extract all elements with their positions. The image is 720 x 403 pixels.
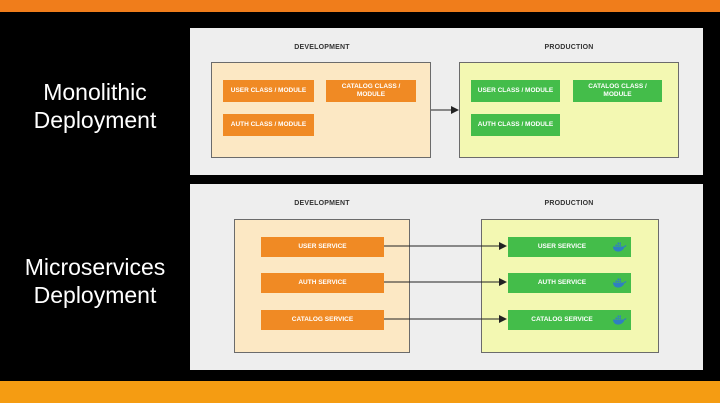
microservices-prod-user-service: USER SERVICE (508, 237, 631, 257)
monolithic-prod-catalog-module: CATALOG CLASS / MODULE (573, 80, 662, 102)
monolithic-title-line-2: Deployment (33, 107, 157, 133)
docker-whale-icon (613, 278, 627, 288)
microservices-dev-user-service: USER SERVICE (261, 237, 384, 257)
microservices-prod-catalog-service-label: CATALOG SERVICE (531, 316, 593, 323)
microservices-prod-environment: USER SERVICE AUTH SERVICE CATALOG SERV (481, 219, 659, 353)
monolithic-prod-label: PRODUCTION (544, 44, 594, 51)
monolithic-prod-auth-module: AUTH CLASS / MODULE (471, 114, 560, 136)
monolithic-dev-label: DEVELOPMENT (294, 44, 350, 51)
monolithic-prod-user-module: USER CLASS / MODULE (471, 80, 560, 102)
microservices-dev-catalog-service: CATALOG SERVICE (261, 310, 384, 330)
microservices-dev-environment: USER SERVICE AUTH SERVICE CATALOG SERVIC… (234, 219, 410, 353)
microservices-prod-user-service-label: USER SERVICE (537, 243, 587, 250)
monolithic-prod-environment: USER CLASS / MODULE CATALOG CLASS / MODU… (459, 62, 679, 158)
microservices-dev-label: DEVELOPMENT (294, 200, 350, 207)
monolithic-dev-environment: USER CLASS / MODULE CATALOG CLASS / MODU… (211, 62, 431, 158)
monolithic-dev-user-module: USER CLASS / MODULE (223, 80, 314, 102)
microservices-prod-label: PRODUCTION (544, 200, 594, 207)
bottom-accent-band (0, 381, 720, 403)
microservices-dev-auth-service: AUTH SERVICE (261, 273, 384, 293)
monolithic-panel: DEVELOPMENT PRODUCTION USER CLASS / MODU… (190, 28, 703, 175)
microservices-prod-catalog-service: CATALOG SERVICE (508, 310, 631, 330)
monolithic-title-line-1: Monolithic (43, 79, 147, 105)
microservices-panel: DEVELOPMENT PRODUCTION USER SERVICE AUTH… (190, 184, 703, 370)
microservices-prod-auth-service: AUTH SERVICE (508, 273, 631, 293)
monolithic-dev-catalog-module: CATALOG CLASS / MODULE (326, 80, 416, 102)
microservices-title-line-1: Microservices (24, 254, 166, 280)
docker-whale-icon (613, 315, 627, 325)
microservices-prod-auth-service-label: AUTH SERVICE (537, 279, 587, 286)
monolithic-dev-auth-module: AUTH CLASS / MODULE (223, 114, 314, 136)
microservices-deployment-title: Microservices Deployment (0, 253, 190, 309)
top-accent-band (0, 0, 720, 12)
microservices-title-line-2: Deployment (33, 282, 157, 308)
monolithic-deployment-title: Monolithic Deployment (0, 78, 190, 134)
docker-whale-icon (613, 242, 627, 252)
